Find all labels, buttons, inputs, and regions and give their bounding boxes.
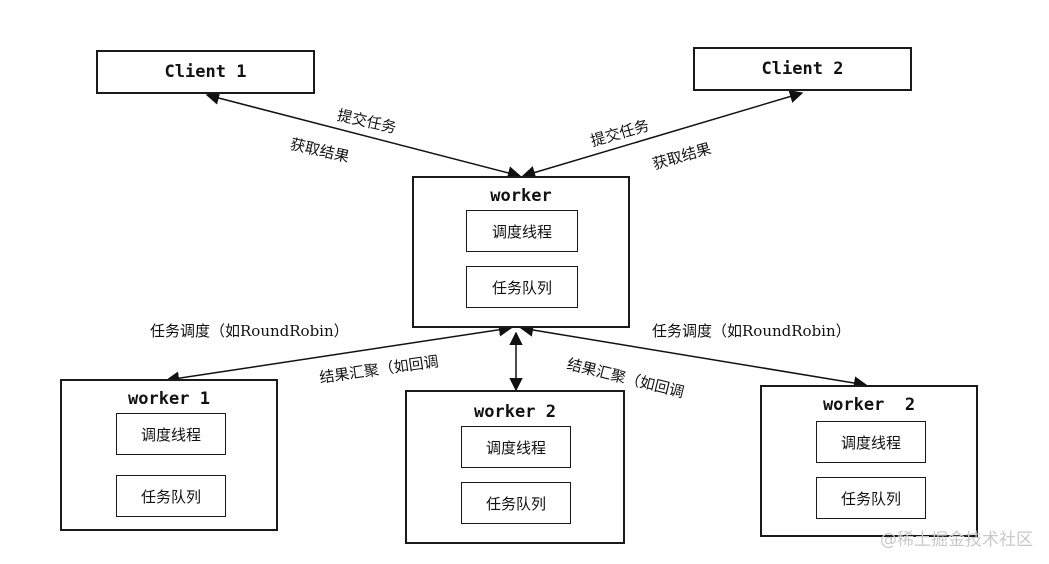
master-worker-title: worker <box>490 186 552 206</box>
watermark: @稀土掘金技术社区 <box>880 530 1033 550</box>
label-task-dispatch-right: 任务调度（如RoundRobin） <box>652 322 851 340</box>
arrow-client2-worker <box>521 89 804 180</box>
master-worker-box: worker 调度线程 任务队列 <box>412 176 630 328</box>
worker-2-scheduler-thread: 调度线程 <box>461 426 571 468</box>
worker-1-task-queue: 任务队列 <box>116 475 226 517</box>
worker-2-box: worker 2 调度线程 任务队列 <box>405 390 625 544</box>
master-scheduler-thread: 调度线程 <box>466 210 578 252</box>
worker-3-scheduler-thread: 调度线程 <box>816 421 926 463</box>
worker-3-title: worker 2 <box>822 395 916 415</box>
client-1-box: Client 1 <box>96 50 315 94</box>
worker-1-title: worker 1 <box>128 389 210 409</box>
worker-2-title: worker 2 <box>474 402 556 422</box>
arrow-client1-worker <box>205 91 522 180</box>
master-task-queue: 任务队列 <box>466 266 578 308</box>
label-task-dispatch-left: 任务调度（如RoundRobin） <box>150 322 349 340</box>
arrow-worker-worker1 <box>165 323 513 385</box>
client-2-box: Client 2 <box>693 47 912 91</box>
client-1-label: Client 1 <box>164 62 247 82</box>
worker-3-task-queue: 任务队列 <box>816 477 926 519</box>
worker-1-box: worker 1 调度线程 任务队列 <box>60 379 278 531</box>
worker-2-task-queue: 任务队列 <box>461 482 571 524</box>
client-2-label: Client 2 <box>761 59 844 79</box>
worker-1-scheduler-thread: 调度线程 <box>116 413 226 455</box>
worker-3-box: worker 2 调度线程 任务队列 <box>760 385 978 537</box>
arrow-worker-worker3 <box>519 323 868 390</box>
